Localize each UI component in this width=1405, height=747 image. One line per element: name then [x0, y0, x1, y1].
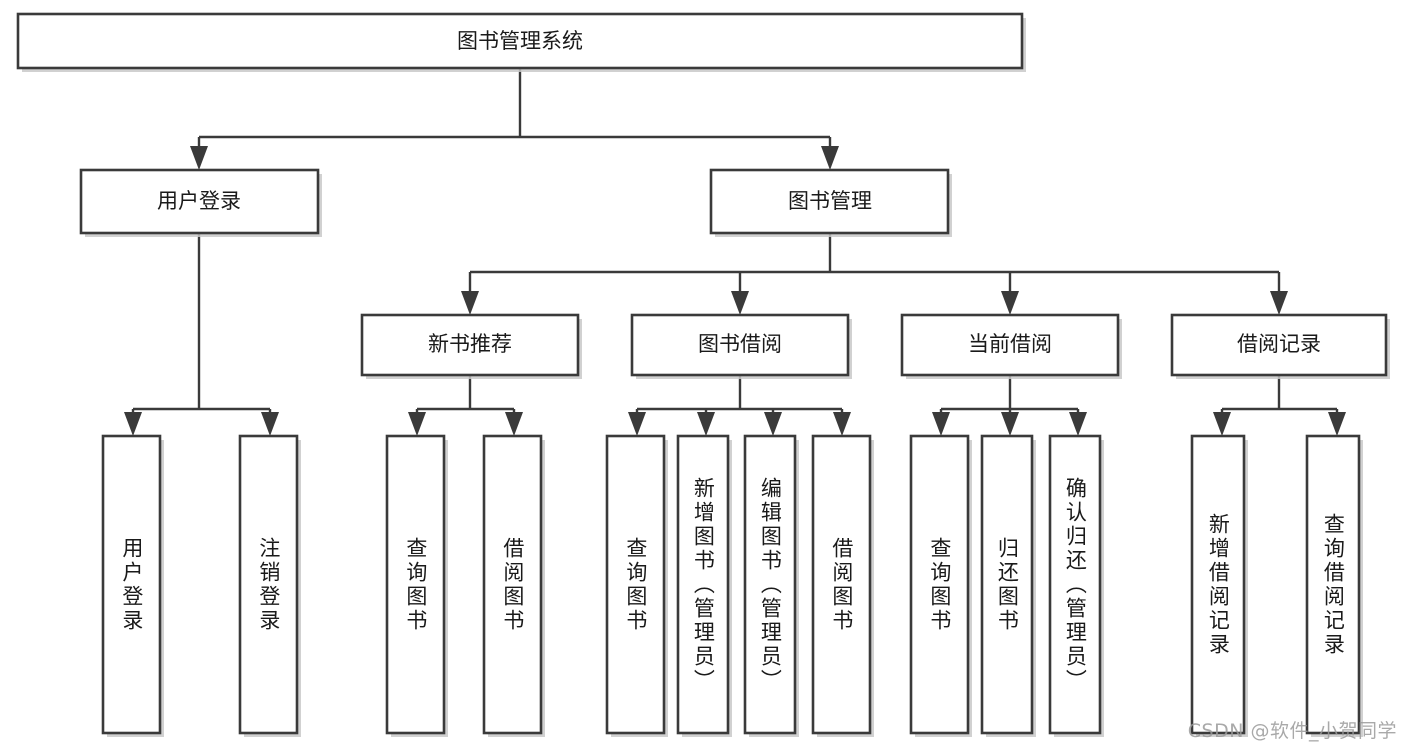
node-current-borrow[interactable]: 当前借阅 — [900, 313, 1122, 379]
node-leaf-borrow-book-1[interactable] — [482, 434, 545, 737]
node-leaf-confirm-return[interactable] — [1048, 434, 1104, 737]
arrowhead-leaf-add-book — [697, 412, 715, 436]
node-leaf-edit-book-box — [743, 434, 797, 735]
leaf-boxes-layer — [101, 434, 1363, 737]
node-book-manage-label: 图书管理 — [788, 189, 872, 213]
node-leaf-borrow-book-2[interactable] — [811, 434, 874, 737]
node-leaf-query-book-2-box — [605, 434, 666, 735]
node-leaf-user-login-box — [101, 434, 162, 735]
arrowhead-borrow-record — [1270, 291, 1288, 315]
node-new-book-rec-box — [360, 313, 580, 377]
edge-user-login-to-leaves — [131, 233, 272, 424]
node-user-login-label: 用户登录 — [157, 189, 241, 213]
node-book-borrow-box — [630, 313, 850, 377]
node-borrow-record-box — [1170, 313, 1388, 377]
node-book-manage-box — [709, 168, 950, 235]
node-leaf-query-book-3-box — [909, 434, 970, 735]
node-leaf-logout[interactable] — [238, 434, 301, 737]
arrowhead-book-borrow — [731, 291, 749, 315]
node-leaf-query-record-box — [1305, 434, 1361, 735]
node-leaf-logout-box — [238, 434, 299, 735]
edge-new-book-rec-to-leaves — [415, 375, 516, 424]
node-borrow-record[interactable]: 借阅记录 — [1170, 313, 1390, 379]
edge-root-to-level2 — [197, 68, 832, 158]
arrowhead-leaf-confirm-return — [1069, 412, 1087, 436]
node-leaf-add-record[interactable] — [1190, 434, 1248, 737]
arrowhead-current-borrow — [1001, 291, 1019, 315]
node-leaf-add-book[interactable] — [676, 434, 732, 737]
edge-book-borrow-to-leaves — [635, 375, 844, 424]
node-leaf-borrow-book-1-box — [482, 434, 543, 735]
arrowhead-leaf-return-book — [1001, 412, 1019, 436]
node-leaf-query-record[interactable] — [1305, 434, 1363, 737]
node-leaf-add-book-box — [676, 434, 730, 735]
node-new-book-rec-label: 新书推荐 — [428, 332, 512, 356]
arrowhead-user-login — [190, 146, 208, 170]
arrowhead-new-book-rec — [461, 291, 479, 315]
node-book-manage[interactable]: 图书管理 — [709, 168, 952, 237]
arrowhead-leaf-query-book-1 — [408, 412, 426, 436]
arrowhead-book-manage — [821, 146, 839, 170]
node-user-login[interactable]: 用户登录 — [79, 168, 322, 237]
arrowhead-leaf-user-login — [124, 412, 142, 436]
node-leaf-edit-book[interactable] — [743, 434, 799, 737]
node-new-book-rec[interactable]: 新书推荐 — [360, 313, 582, 379]
connector-layer — [124, 68, 1346, 436]
arrowhead-leaf-logout — [261, 412, 279, 436]
edge-book-manage-to-level3 — [468, 233, 1281, 298]
arrowhead-leaf-add-record — [1213, 412, 1231, 436]
node-root[interactable]: 图书管理系统 — [16, 12, 1026, 72]
arrowhead-leaf-query-book-3 — [932, 412, 950, 436]
node-leaf-borrow-book-2-box — [811, 434, 872, 735]
edge-borrow-record-to-leaves — [1220, 375, 1339, 424]
node-current-borrow-label: 当前借阅 — [968, 332, 1052, 356]
arrowhead-leaf-borrow-book-1 — [505, 412, 523, 436]
node-leaf-user-login[interactable] — [101, 434, 164, 737]
node-book-borrow[interactable]: 图书借阅 — [630, 313, 852, 379]
arrowhead-leaf-edit-book — [764, 412, 782, 436]
arrowhead-leaf-query-book-2 — [628, 412, 646, 436]
node-book-borrow-label: 图书借阅 — [698, 332, 782, 356]
node-leaf-return-book-box — [980, 434, 1034, 735]
node-leaf-add-record-box — [1190, 434, 1246, 735]
node-borrow-record-label: 借阅记录 — [1237, 332, 1321, 356]
node-current-borrow-box — [900, 313, 1120, 377]
node-root-box — [16, 12, 1024, 70]
node-leaf-query-book-1[interactable] — [385, 434, 448, 737]
node-user-login-box — [79, 168, 320, 235]
node-leaf-query-book-1-box — [385, 434, 446, 735]
node-leaf-query-book-2[interactable] — [605, 434, 668, 737]
node-root-label: 图书管理系统 — [457, 29, 583, 53]
node-leaf-confirm-return-box — [1048, 434, 1102, 735]
arrowhead-leaf-query-record — [1328, 412, 1346, 436]
node-leaf-query-book-3[interactable] — [909, 434, 972, 737]
arrowhead-leaf-borrow-book-2 — [833, 412, 851, 436]
watermark-text: CSDN @软件_小贺同学 — [1187, 720, 1397, 742]
node-leaf-return-book[interactable] — [980, 434, 1036, 737]
